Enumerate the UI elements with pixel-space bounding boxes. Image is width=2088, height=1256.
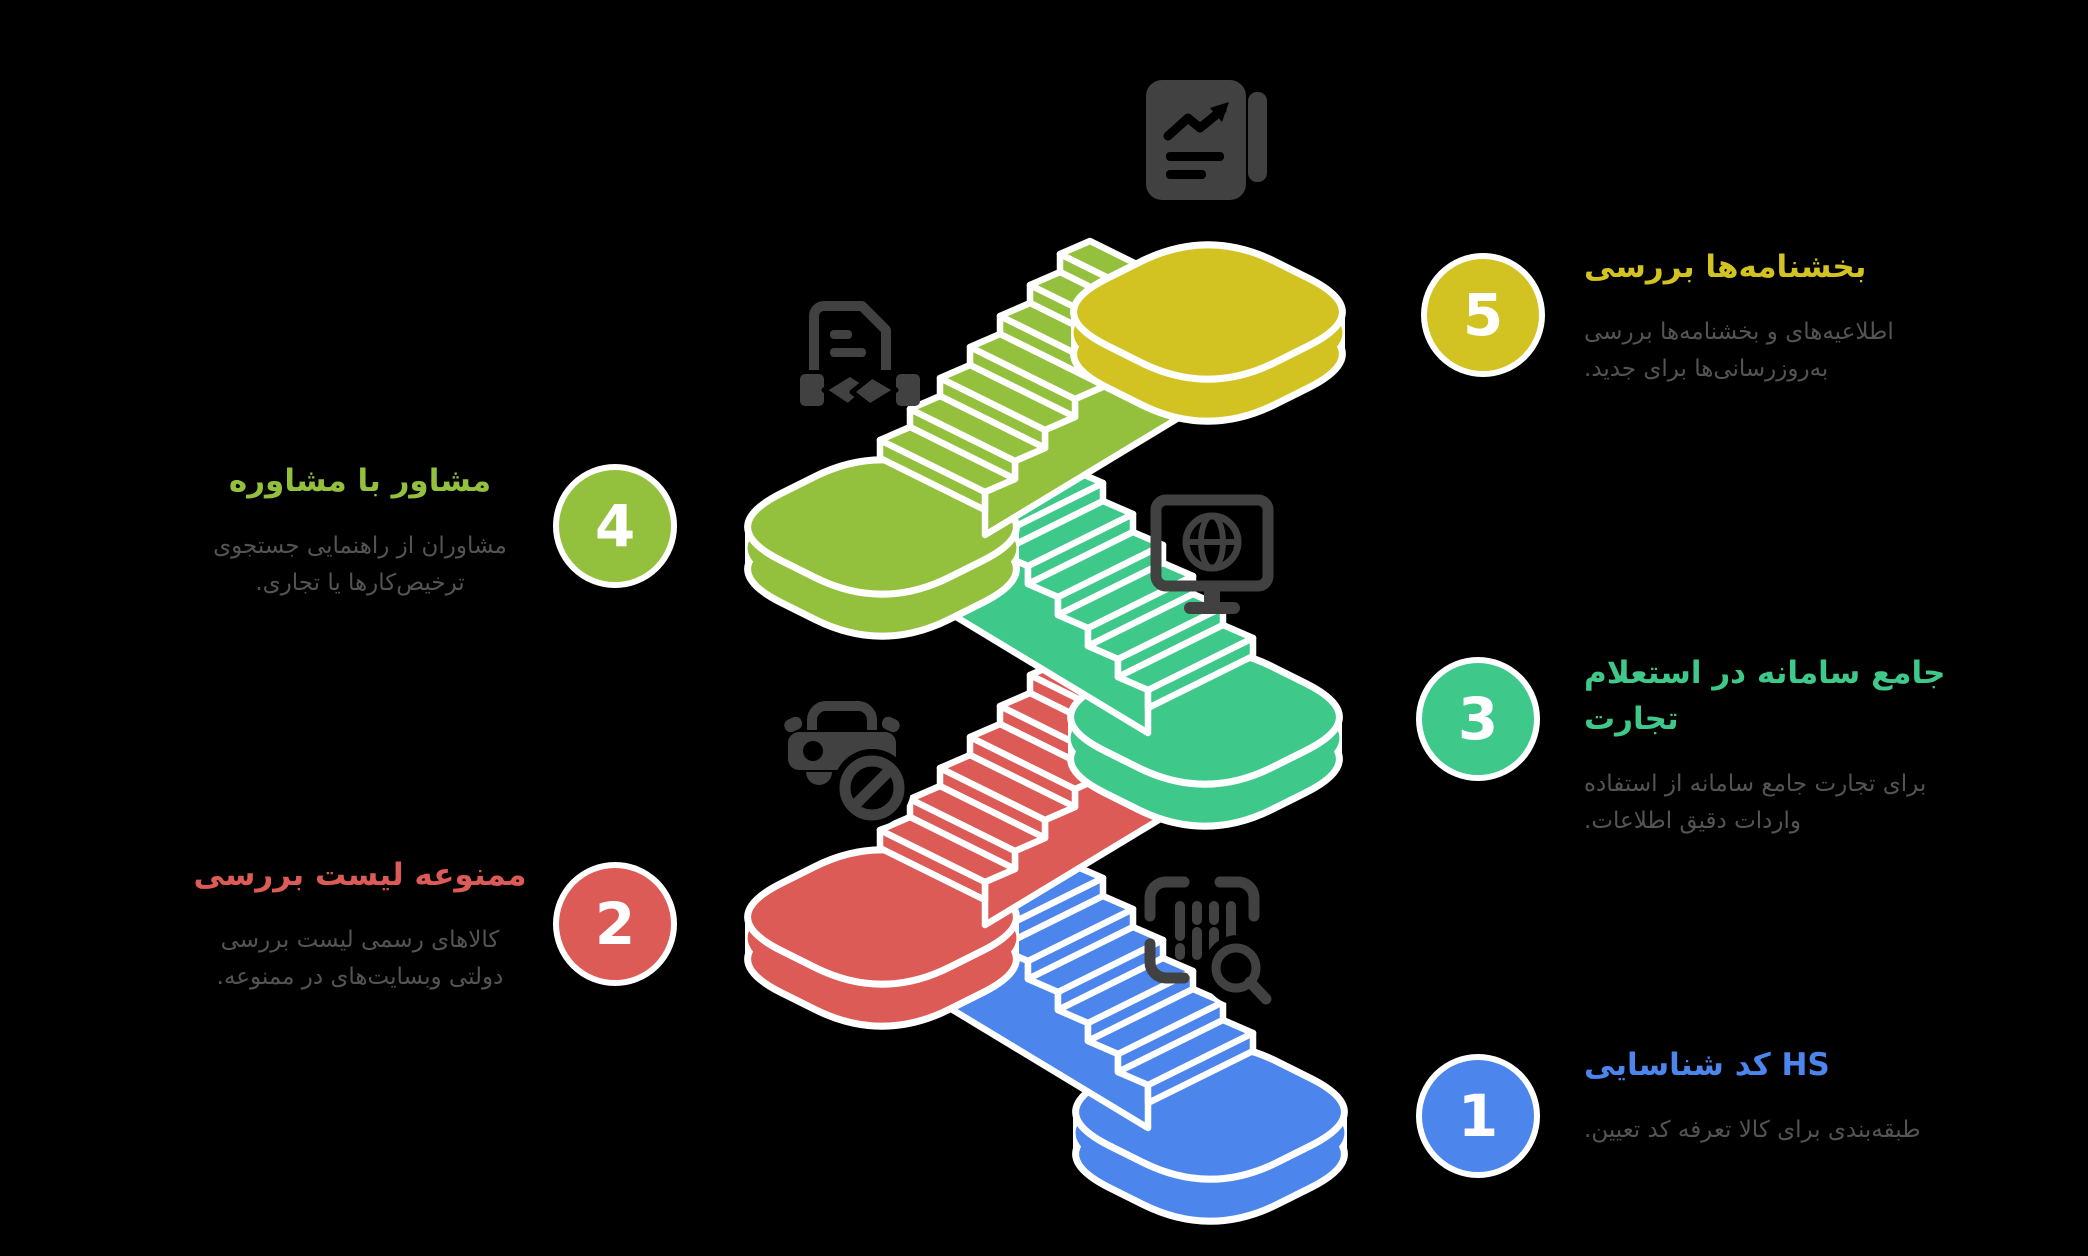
monitor-globe-icon [1150,494,1274,614]
barcode-search-icon [1144,876,1273,1005]
step-2-description: بررسی لیست رسمی کالاهای .ممنوعه در وبسای… [216,927,504,990]
step-2-text: بررسی لیست ممنوعه بررسی لیست رسمی کالاها… [190,852,530,996]
step-2-title: بررسی لیست ممنوعه [193,857,527,893]
step-3-text: استعلام در سامانه جامع تجارت استفاده از … [1584,650,2014,840]
step-5-description: بررسی بخشنامه‌ها و اطلاعیه‌های .جدید برا… [1584,319,1894,382]
step-3-title: استعلام در سامانه جامع تجارت [1584,655,1946,737]
report-chart-icon [1146,80,1267,200]
step-3-description: استفاده از سامانه جامع تجارت برای .اطلاع… [1584,771,1927,834]
step-1-title: شناسایی کد HS [1584,1047,1830,1083]
step-3-number-badge: 3 [1416,657,1540,781]
platform-stairs-group [744,237,1348,1225]
step-4-description: جستجوی راهنمایی از مشاوران .تجاری یا ترخ… [213,533,507,596]
step-5-title: بررسی بخشنامه‌ها [1584,249,1867,285]
step-1-number-badge: 1 [1416,1054,1540,1178]
platform-step5 [1070,241,1346,425]
car-prohibited-icon [784,701,911,827]
platform-step2 [744,846,1020,1030]
step-5-number-badge: 5 [1421,253,1545,377]
step-4-title: مشاوره با مشاور [228,463,492,499]
step-4-number-badge: 4 [553,464,677,588]
step-1-number: 1 [1457,1082,1499,1150]
step-5-number: 5 [1462,281,1504,349]
step-2-number: 2 [594,890,636,958]
step-2-number-badge: 2 [553,862,677,986]
step-4-text: مشاوره با مشاور جستجوی راهنمایی از مشاور… [190,458,530,602]
step-1-text: شناسایی کد HS .تعیین کد تعرفه کالا برای … [1584,1042,2014,1149]
document-handshake-icon [800,301,920,409]
step-3-number: 3 [1457,685,1499,753]
step-4-number: 4 [594,492,636,560]
step-5-text: بررسی بخشنامه‌ها بررسی بخشنامه‌ها و اطلا… [1584,244,2014,388]
platform-step4 [744,456,1020,640]
step-1-description: .تعیین کد تعرفه کالا برای طبقه‌بندی [1584,1117,1921,1143]
